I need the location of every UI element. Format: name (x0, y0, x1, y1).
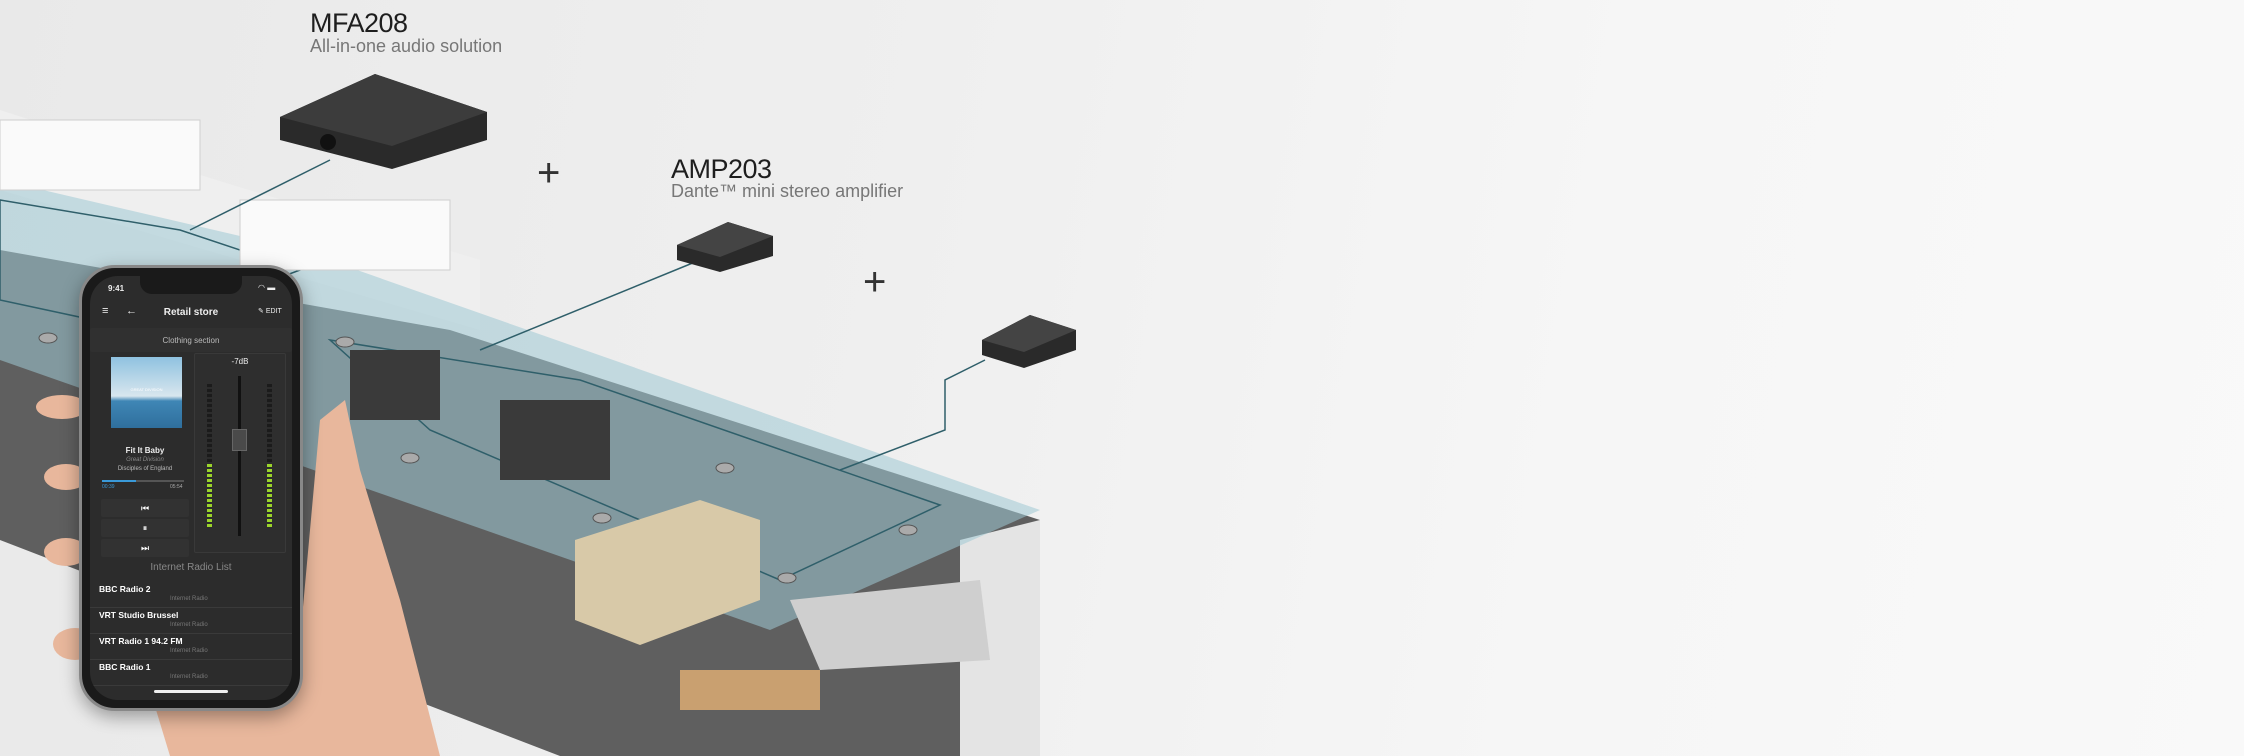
volume-panel: -7dB (194, 353, 286, 553)
status-time: 9:41 (108, 284, 125, 293)
sofa (790, 580, 990, 670)
radio-type: Internet Radio (170, 622, 208, 628)
radio-name: VRT Studio Brussel (99, 610, 179, 620)
volume-readout: -7dB (231, 357, 249, 366)
track-album: Great Division (126, 457, 164, 463)
radio-name: VRT Radio 1 94.2 FM (99, 636, 183, 646)
radio-name: BBC Radio 1 (99, 662, 151, 672)
ceiling-speakers (38, 332, 918, 584)
previous-button[interactable]: ⏮ (101, 499, 189, 517)
radio-type: Internet Radio (170, 648, 208, 654)
store-wall (960, 520, 1040, 756)
pencil-icon: ✎ (258, 308, 264, 315)
app-screen: 9:41 ◠ ▬ ≡ ← Retail store ✎ EDIT Clothin… (90, 276, 292, 700)
amp203-title: AMP203 (671, 154, 772, 184)
radio-type: Internet Radio (170, 674, 208, 680)
counter (575, 500, 760, 645)
smartphone: 9:41 ◠ ▬ ≡ ← Retail store ✎ EDIT Clothin… (79, 265, 303, 711)
radio-item[interactable]: BBC Radio 2 Internet Radio (90, 582, 292, 608)
back-arrow-icon[interactable]: ← (126, 305, 137, 317)
home-indicator[interactable] (154, 690, 228, 693)
next-button[interactable]: ⏭ (101, 539, 189, 557)
shelving (0, 119, 451, 271)
album-art-text: GREAT DIVISION (130, 387, 163, 392)
cables (189, 159, 986, 471)
mfa208-title: MFA208 (310, 8, 408, 38)
elapsed-time: 00:39 (102, 484, 115, 490)
radio-list-title: Internet Radio List (150, 562, 232, 573)
level-meter-left (207, 384, 212, 529)
header-title: Retail store (163, 307, 219, 318)
clothing-racks (350, 350, 610, 480)
amp203-device-2 (982, 315, 1076, 368)
volume-slider-track[interactable] (238, 376, 241, 536)
edit-button[interactable]: ✎ EDIT (258, 307, 282, 315)
display-table (680, 670, 820, 710)
mfa208-description: All-in-one audio solution (310, 36, 503, 56)
level-meter-right (267, 384, 272, 529)
track-duration: 05:54 (170, 484, 183, 490)
radio-name: BBC Radio 2 (99, 584, 151, 594)
track-progress[interactable] (102, 480, 184, 482)
track-title: Fit It Baby (125, 446, 165, 455)
menu-icon[interactable]: ≡ (102, 305, 109, 317)
phone-notch (140, 276, 242, 294)
amp203-description: Dante™ mini stereo amplifier (671, 181, 904, 201)
wifi-battery-icon: ◠ ▬ (258, 283, 276, 292)
pause-button[interactable]: ⏸ (101, 519, 189, 537)
track-artist: Disciples of England (117, 466, 173, 472)
plus-icon: + (537, 151, 561, 195)
radio-item[interactable]: VRT Radio 1 94.2 FM Internet Radio (90, 634, 292, 660)
radio-type: Internet Radio (170, 596, 208, 602)
edit-label: EDIT (265, 308, 282, 315)
plus-icon: + (863, 260, 887, 304)
radio-item[interactable]: BBC Radio 1 Internet Radio (90, 660, 292, 686)
volume-slider-handle[interactable] (232, 429, 247, 452)
amp203-device-1 (677, 222, 773, 272)
mfa208-device (280, 74, 487, 169)
album-art: GREAT DIVISION (111, 357, 182, 428)
zone-name: Clothing section (162, 336, 220, 345)
